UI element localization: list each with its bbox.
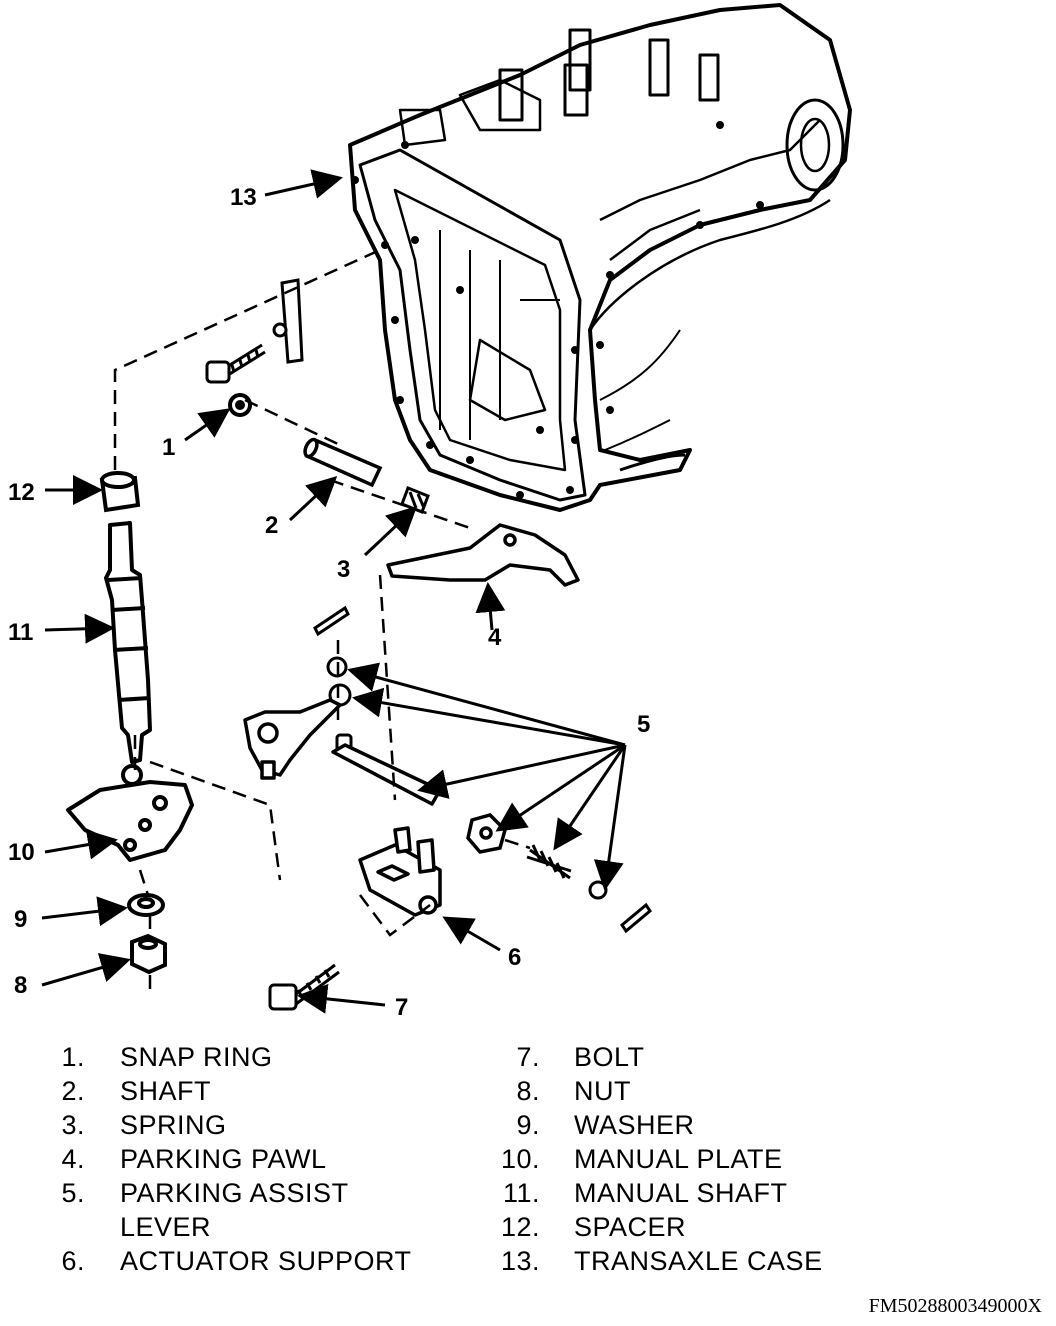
callout-9: 9: [14, 906, 27, 933]
lever-washer: [588, 880, 652, 934]
legend-item: LEVER: [120, 1211, 212, 1242]
legend-item: 7.BOLT: [516, 1041, 645, 1072]
pawl-bracket: [272, 278, 304, 364]
callout-6: 6: [508, 944, 521, 971]
actuator-support: [358, 826, 442, 917]
spacer: [99, 471, 141, 513]
callout-leaders: [41, 169, 627, 1014]
callout-labels: 13 1 2 3 4 5 6 7 8 9 10 11 12: [8, 184, 650, 1021]
snap-ring: [228, 393, 252, 417]
legend-item: 11.MANUAL SHAFT: [502, 1177, 788, 1208]
callout-10: 10: [8, 839, 35, 866]
bolt-small: [205, 343, 266, 384]
callout-3: 3: [337, 556, 350, 583]
legend-column-left: 1.SNAP RING 2.SHAFT 3.SPRING 4.PARKING P…: [55, 1040, 412, 1278]
lever-spring: [526, 844, 572, 880]
legend-item: 13.TRANSAXLE CASE: [500, 1245, 823, 1276]
legend-item: 12.SPACER: [500, 1211, 687, 1242]
parts-legend: 1.SNAP RING 2.SHAFT 3.SPRING 4.PARKING P…: [0, 1040, 1056, 1280]
legend-item: 2.SHAFT: [61, 1075, 212, 1106]
legend-item: 1.SNAP RING: [61, 1041, 273, 1072]
figure-id: FM5028800349000X: [868, 1295, 1042, 1317]
legend-item: 10.MANUAL PLATE: [500, 1143, 783, 1174]
callout-5: 5: [637, 711, 650, 738]
callout-12: 12: [8, 479, 35, 506]
callout-7: 7: [395, 994, 408, 1021]
callout-2: 2: [265, 512, 278, 539]
legend-item: 8.NUT: [516, 1075, 631, 1106]
legend-item: 3.SPRING: [61, 1109, 227, 1140]
manual-shaft: [104, 521, 152, 786]
manual-plate: [66, 780, 194, 862]
lever-roller: [466, 813, 507, 854]
exploded-parts-diagram: 13 1 2 3 4 5 6 7 8 9 10 11 12: [8, 3, 852, 1021]
legend-item: 4.PARKING PAWL: [61, 1143, 327, 1174]
parking-pawl: [386, 523, 580, 587]
transaxle-case: [348, 3, 852, 512]
callout-1: 1: [162, 434, 175, 461]
lever-hardware: [326, 656, 353, 755]
bolt: [268, 963, 340, 1011]
shaft: [303, 437, 383, 488]
callout-8: 8: [14, 972, 27, 999]
legend-column-right: 7.BOLT 8.NUT 9.WASHER 10.MANUAL PLATE 11…: [475, 1040, 823, 1278]
callout-11: 11: [8, 619, 33, 646]
legend-item: 9.WASHER: [516, 1109, 695, 1140]
assembly-lines: [113, 248, 531, 995]
washer: [127, 893, 165, 917]
callout-4: 4: [488, 624, 502, 651]
roll-pin: [313, 605, 350, 637]
callout-13: 13: [230, 184, 257, 211]
parking-assist-lever: [243, 698, 442, 806]
nut: [130, 933, 167, 975]
legend-item: 5.PARKING ASSIST: [61, 1177, 349, 1208]
legend-item: 6.ACTUATOR SUPPORT: [61, 1245, 412, 1276]
